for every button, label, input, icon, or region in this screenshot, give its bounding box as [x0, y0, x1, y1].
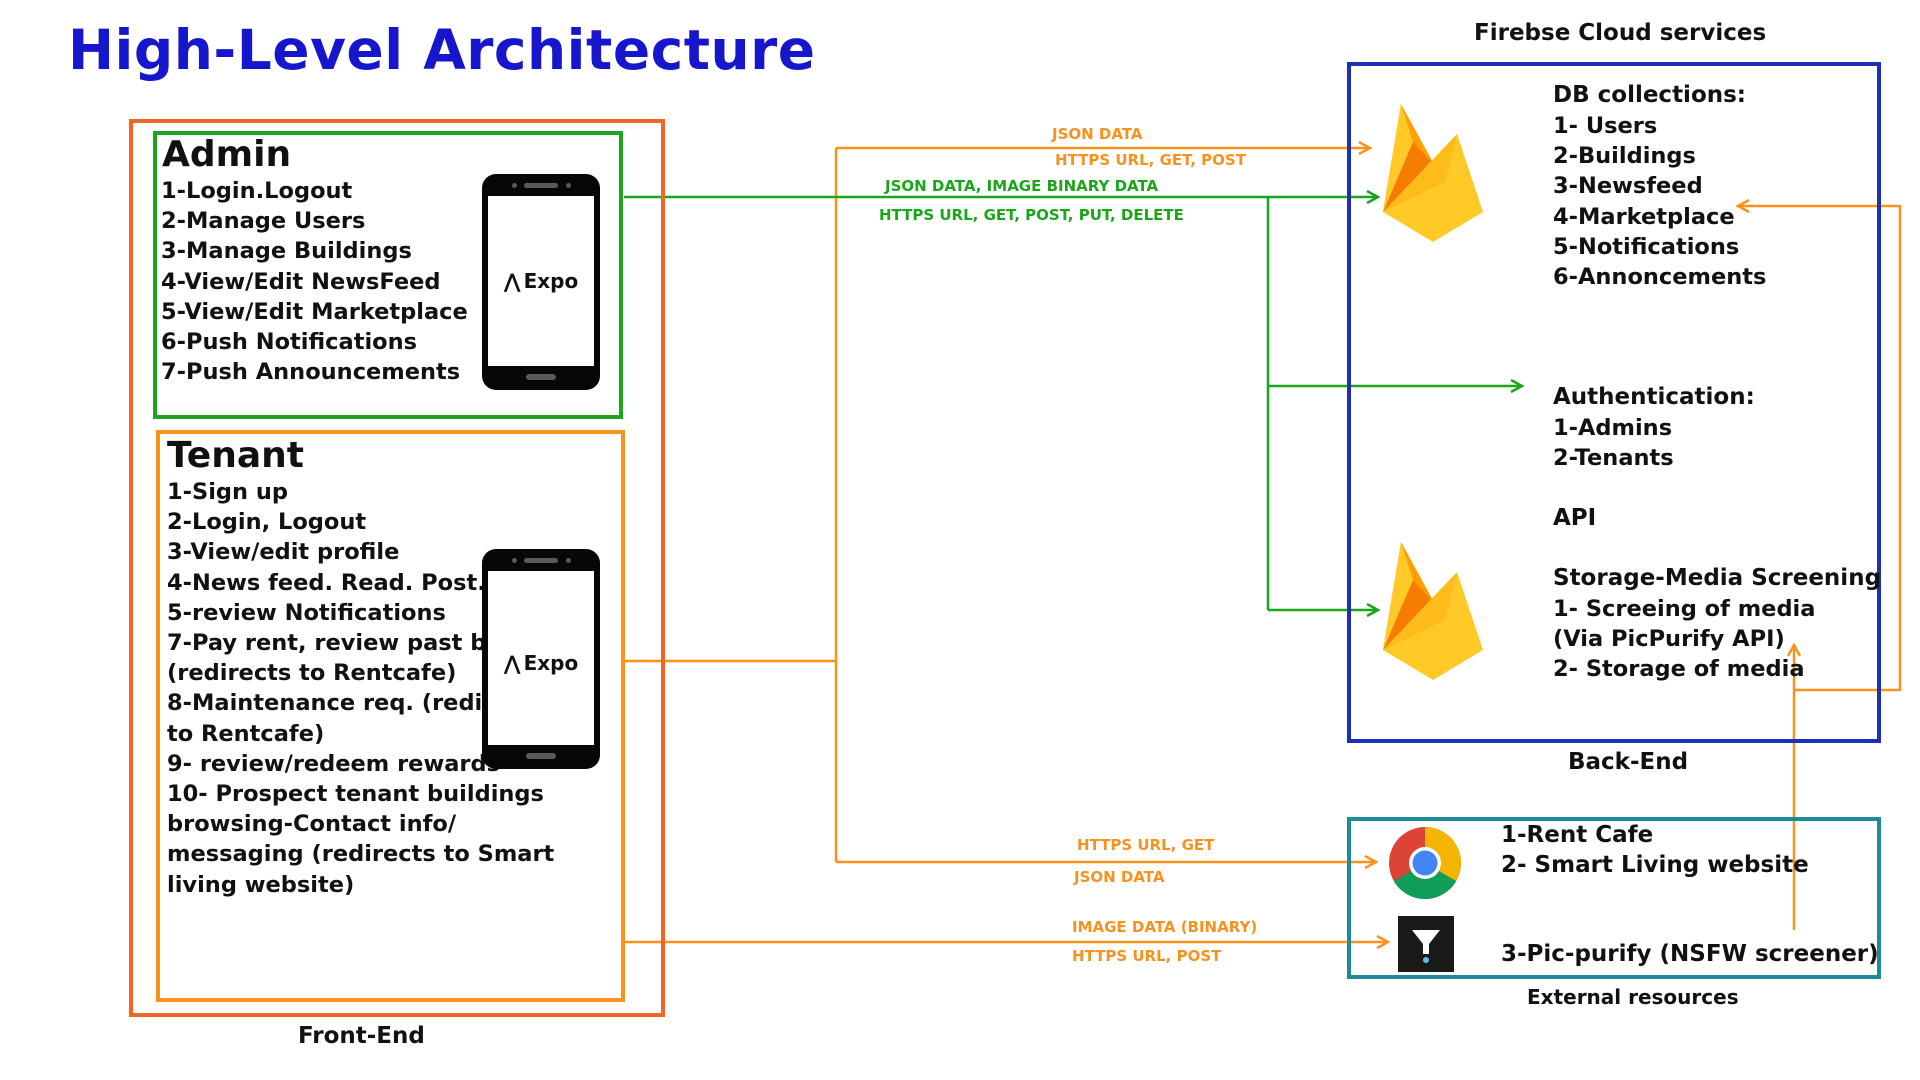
tenant-feature-item: 2-Login, Logout — [167, 509, 367, 536]
admin-feature-item: 2-Manage Users — [161, 208, 366, 235]
edge-label-https-post: HTTPS URL, POST — [1072, 947, 1222, 965]
admin-feature-item: 4-View/Edit NewsFeed — [161, 268, 441, 295]
db-collection-item: 1- Users — [1553, 113, 1658, 139]
edge-purify-loop — [1738, 206, 1902, 692]
auth-list: 1-Admins 2-Tenants — [1553, 413, 1674, 473]
storage-title: Storage-Media Screening — [1553, 565, 1882, 591]
admin-heading: Admin — [162, 134, 292, 175]
tenant-feature-item: 3-View/edit profile — [167, 539, 400, 566]
external-rent-cafe: 1-Rent Cafe — [1501, 822, 1654, 848]
edge-label-json-image-data: JSON DATA, IMAGE BINARY DATA — [885, 177, 1159, 195]
edge-label-json-data-web: JSON DATA — [1074, 868, 1165, 886]
db-collection-item: 4-Marketplace — [1553, 203, 1735, 230]
backend-header: Firebse Cloud services — [1474, 20, 1767, 46]
tenant-feature-item: messaging (redirects to Smart — [167, 841, 555, 868]
edge-label-https-get: HTTPS URL, GET — [1077, 836, 1215, 854]
external-caption: External resources — [1527, 985, 1739, 1009]
firebase-flame-icon — [1383, 104, 1483, 242]
picpurify-funnel-icon — [1398, 916, 1454, 972]
storage-item: (Via PicPurify API) — [1553, 626, 1785, 653]
tenant-feature-item: to Rentcafe) — [167, 720, 325, 747]
edge-label-json-data: JSON DATA — [1052, 125, 1143, 143]
external-picpurify: 3-Pic-purify (NSFW screener) — [1501, 941, 1879, 967]
tenant-heading: Tenant — [167, 435, 304, 476]
tenant-box — [156, 430, 625, 1002]
tenant-feature-item: 1-Sign up — [167, 479, 288, 505]
tenant-feature-item: (redirects to Rentcafe) — [167, 660, 457, 687]
edge-label-https-crud: HTTPS URL, GET, POST, PUT, DELETE — [879, 206, 1184, 224]
tenant-feature-item: 9- review/redeem rewards — [167, 750, 501, 777]
external-smart-living: 2- Smart Living website — [1501, 852, 1809, 878]
tenant-feature-item: 7-Pay rent, review past bills — [167, 630, 523, 657]
external-container — [1347, 817, 1881, 979]
auth-item: 1-Admins — [1553, 415, 1673, 441]
admin-box — [153, 131, 623, 419]
admin-feature-item: 7-Push Announcements — [161, 359, 461, 386]
admin-feature-item: 6-Push Notifications — [161, 329, 418, 356]
admin-features-list: 1-Login.Logout 2-Manage Users 3-Manage B… — [161, 176, 468, 387]
backend-container — [1347, 62, 1881, 743]
tenant-feature-item: living website) — [167, 871, 355, 898]
db-collection-item: 6-Annoncements — [1553, 264, 1767, 291]
page-title: High-Level Architecture — [68, 18, 816, 82]
db-collection-item: 5-Notifications — [1553, 233, 1740, 260]
api-label: API — [1553, 505, 1597, 531]
storage-item: 1- Screeing of media — [1553, 596, 1816, 622]
expo-logo-text: Expo — [523, 651, 579, 675]
expo-logo-text: Expo — [523, 269, 579, 293]
frontend-container — [129, 119, 665, 1017]
tenant-features-list: 1-Sign up 2-Login, Logout 3-View/edit pr… — [167, 477, 554, 900]
tenant-phone-expo-icon: ⋀Expo — [482, 549, 600, 769]
auth-title: Authentication: — [1553, 384, 1755, 410]
frontend-caption: Front-End — [298, 1023, 425, 1049]
admin-phone-expo-icon: ⋀Expo — [482, 174, 600, 390]
backend-caption: Back-End — [1568, 749, 1689, 775]
auth-item: 2-Tenants — [1553, 445, 1674, 472]
chrome-icon — [1389, 827, 1462, 900]
edge-label-https-get-post: HTTPS URL, GET, POST — [1055, 151, 1246, 169]
storage-list: 1- Screeing of media (Via PicPurify API)… — [1553, 594, 1815, 685]
tenant-feature-item: 10- Prospect tenant buildings — [167, 781, 544, 808]
db-collection-item: 2-Buildings — [1553, 143, 1696, 170]
edge-label-image-binary: IMAGE DATA (BINARY) — [1072, 918, 1258, 936]
tenant-feature-item: 5-review Notifications — [167, 599, 446, 626]
storage-item: 2- Storage of media — [1553, 656, 1805, 683]
admin-feature-item: 5-View/Edit Marketplace — [161, 298, 468, 325]
db-collection-item: 3-Newsfeed — [1553, 173, 1703, 200]
db-collections-list: 1- Users 2-Buildings 3-Newsfeed 4-Market… — [1553, 111, 1766, 292]
firebase-flame-icon — [1383, 542, 1483, 680]
db-collections-title: DB collections: — [1553, 82, 1747, 108]
tenant-feature-item: 4-News feed. Read. Post. — [167, 569, 486, 596]
tenant-feature-item: browsing-Contact info/ — [167, 811, 457, 838]
admin-feature-item: 3-Manage Buildings — [161, 238, 412, 265]
admin-feature-item: 1-Login.Logout — [161, 178, 353, 204]
